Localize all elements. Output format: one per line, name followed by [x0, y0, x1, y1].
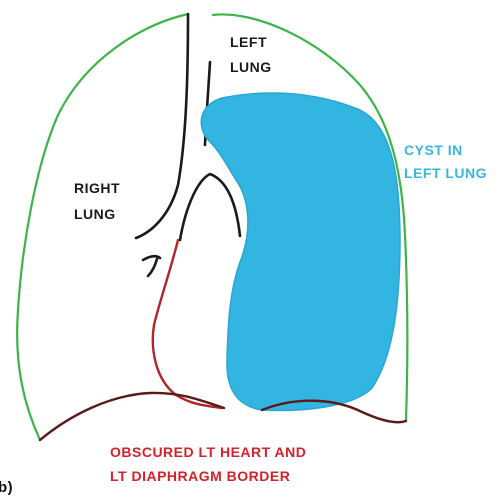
- left-bronchus-line: [180, 174, 240, 240]
- right-diaphragm: [40, 393, 224, 440]
- cyst-label-line2: LEFT LUNG: [404, 163, 487, 184]
- right-lung-outline: [17, 14, 188, 440]
- left-lung-label-line1: LEFT: [230, 32, 272, 53]
- obscured-border-label: OBSCURED LT HEART AND LT DIAPHRAGM BORDE…: [110, 442, 306, 487]
- right-lung-label-line1: RIGHT: [74, 178, 120, 199]
- obscured-label-line2: LT DIAPHRAGM BORDER: [110, 466, 306, 487]
- obscured-label-line1: OBSCURED LT HEART AND: [110, 442, 306, 463]
- heart-border: [153, 240, 222, 408]
- left-lung-label-line2: LUNG: [230, 57, 272, 78]
- bronchus-mark: [143, 256, 160, 276]
- left-diaphragm: [262, 401, 406, 423]
- right-lung-inner-border: [136, 14, 188, 238]
- cyst-shape: [201, 93, 400, 410]
- cyst-label-line1: CYST IN: [404, 140, 487, 161]
- right-lung-label-line2: LUNG: [74, 204, 120, 225]
- cyst-label: CYST IN LEFT LUNG: [404, 140, 487, 184]
- panel-label: b): [0, 477, 13, 498]
- left-lung-label: LEFT LUNG: [230, 32, 272, 78]
- right-lung-label: RIGHT LUNG: [74, 178, 120, 225]
